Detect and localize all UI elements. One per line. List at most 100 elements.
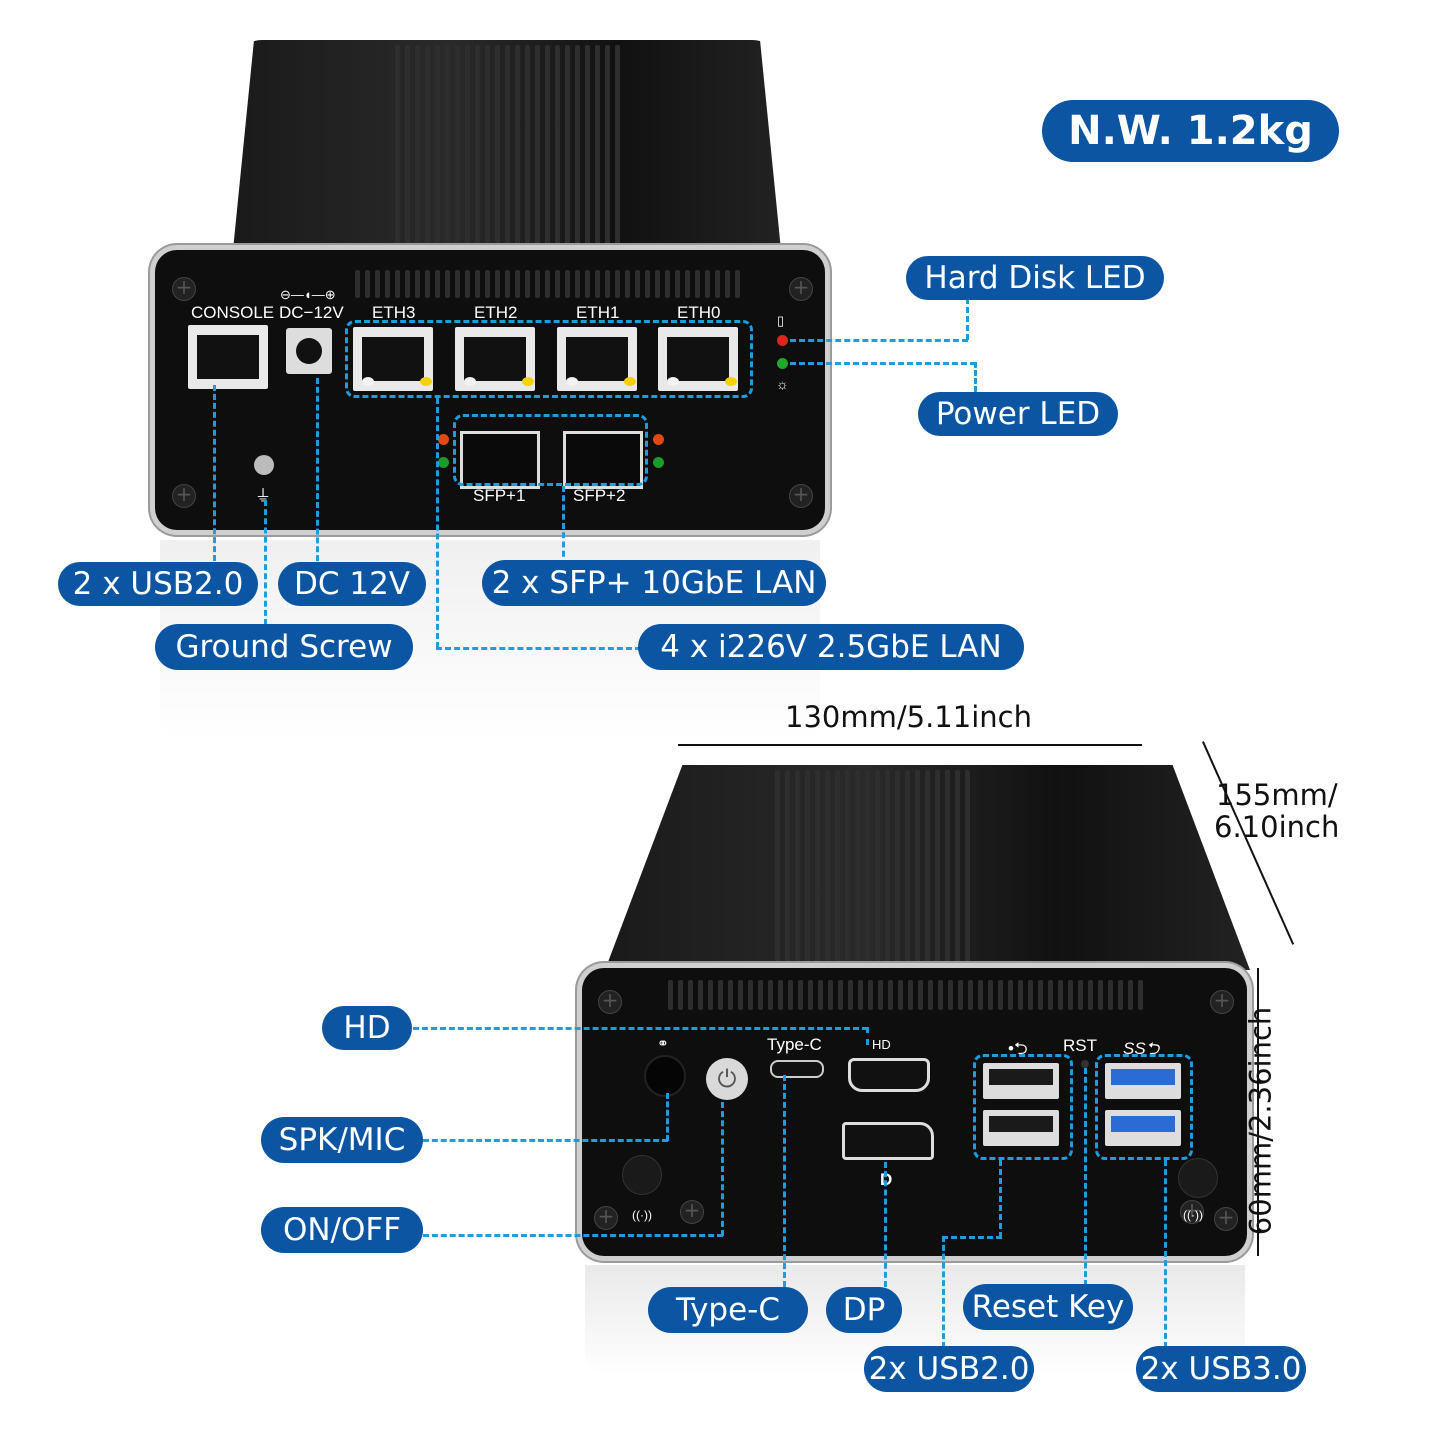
audio-jack: [644, 1055, 686, 1097]
usb3-group-outline: [1095, 1054, 1193, 1160]
sfp1-port: [460, 431, 540, 489]
width-dimension-line: [678, 744, 1142, 746]
callout-line: [423, 1234, 723, 1237]
callout-line: [436, 647, 641, 650]
dc-callout: DC 12V: [278, 562, 426, 606]
dc-jack: [286, 328, 332, 374]
screw: [789, 482, 813, 508]
depth-dimension-line2: 6.10inch: [1214, 810, 1340, 844]
hdmi-icon: HD: [872, 1037, 891, 1052]
reset-hole: [1081, 1060, 1089, 1068]
on-off-callout: ON/OFF: [261, 1207, 423, 1253]
sfp2-port: [563, 431, 643, 489]
typec-callout: Type-C: [648, 1287, 808, 1333]
hd-callout: HD: [322, 1006, 412, 1050]
wifi-icon: ((·)): [632, 1208, 652, 1222]
screw: [1214, 1205, 1238, 1231]
usb2-group-outline: [973, 1054, 1073, 1160]
screw: [598, 988, 622, 1014]
callout-line: [1084, 1068, 1087, 1286]
callout-line: [413, 1027, 868, 1030]
eth0-label: ETH0: [677, 303, 721, 322]
eth1-port: [557, 327, 637, 391]
top-heatsink-fins: [395, 45, 620, 255]
dc-polarity-icon: ⊖—◖—⊕: [280, 287, 336, 302]
sfp1-label: SFP+1: [473, 486, 526, 505]
eth-group-outline: [345, 320, 753, 398]
usb2-symbol-icon: •⮌: [1008, 1039, 1028, 1058]
eth-led: [362, 377, 374, 386]
sfp-led: [438, 457, 449, 468]
power-button: ⏻: [706, 1058, 748, 1100]
hdmi-port: [848, 1058, 930, 1092]
callout-line: [790, 362, 976, 365]
eth1-label: ETH1: [576, 303, 620, 322]
ground-symbol-icon: ⏚: [255, 488, 272, 505]
screw: [172, 482, 196, 508]
callout-line: [316, 378, 319, 570]
antenna-mount: [622, 1155, 662, 1195]
front-vent: [355, 270, 740, 298]
usb2-port: [983, 1063, 1059, 1099]
sfp2-label: SFP+2: [573, 486, 626, 505]
console-port-label: CONSOLE: [191, 303, 275, 322]
usb3-port: [1105, 1110, 1181, 1146]
sfp-callout: 2 x SFP+ 10GbE LAN: [482, 560, 826, 606]
height-dimension: 60mm/2.36inch: [1243, 1006, 1278, 1236]
eth-led: [667, 377, 679, 386]
sfp-led: [653, 434, 664, 445]
callout-line: [866, 1027, 869, 1045]
console-port: [188, 325, 268, 389]
usb3-rear-callout: 2x USB3.0: [1136, 1346, 1306, 1392]
eth2-label: ETH2: [474, 303, 518, 322]
power-led: [777, 358, 788, 369]
hdd-led-icon: ▯: [777, 313, 785, 328]
screw: [1210, 988, 1234, 1014]
headset-icon: ⚭: [657, 1035, 669, 1051]
hard-disk-led-callout: Hard Disk LED: [906, 256, 1164, 300]
screw: [172, 275, 196, 301]
callout-line: [423, 1139, 668, 1142]
typec-port-label: Type-C: [767, 1035, 822, 1054]
typec-port: [770, 1060, 824, 1078]
callout-line: [942, 1236, 945, 1348]
rear-vent: [668, 980, 1143, 1010]
power-led-icon: ☼: [776, 376, 789, 392]
callout-line: [264, 500, 267, 625]
ground-screw-callout: Ground Screw: [155, 624, 413, 670]
callout-line: [436, 398, 439, 648]
sfp-group-outline: [453, 414, 648, 486]
usb2-port: [983, 1110, 1059, 1146]
dc-port-label: DC−12V: [279, 303, 344, 322]
eth3-port: [353, 327, 433, 391]
dp-port: [842, 1122, 934, 1160]
depth-dimension-line1: 155mm/: [1216, 778, 1338, 812]
reset-key-callout: Reset Key: [963, 1284, 1133, 1330]
eth-led: [464, 377, 476, 386]
sfp-led: [438, 434, 449, 445]
eth-led: [624, 377, 636, 386]
callout-line: [562, 486, 565, 566]
width-dimension: 130mm/5.11inch: [785, 700, 1032, 734]
screw: [680, 1198, 704, 1224]
screw: [594, 1204, 618, 1230]
eth-led: [725, 377, 737, 386]
callout-line: [790, 339, 968, 342]
hdd-led: [777, 335, 788, 346]
ground-screw-icon: [254, 455, 274, 475]
lan-callout: 4 x i226V 2.5GbE LAN: [638, 624, 1024, 670]
sfp-led: [653, 457, 664, 468]
callout-line: [884, 1162, 887, 1287]
height-dimension-line: [1257, 968, 1259, 1256]
wifi-icon: ((·)): [1183, 1208, 1203, 1222]
antenna-mount: [1178, 1158, 1218, 1198]
spk-mic-callout: SPK/MIC: [261, 1117, 423, 1163]
eth3-label: ETH3: [372, 303, 416, 322]
usb3-port: [1105, 1063, 1181, 1099]
usb2-callout: 2 x USB2.0: [58, 562, 258, 606]
eth-led: [522, 377, 534, 386]
callout-line: [1164, 1160, 1167, 1348]
callout-line: [966, 298, 969, 340]
dp-callout: DP: [826, 1287, 902, 1333]
callout-line: [666, 1093, 669, 1141]
